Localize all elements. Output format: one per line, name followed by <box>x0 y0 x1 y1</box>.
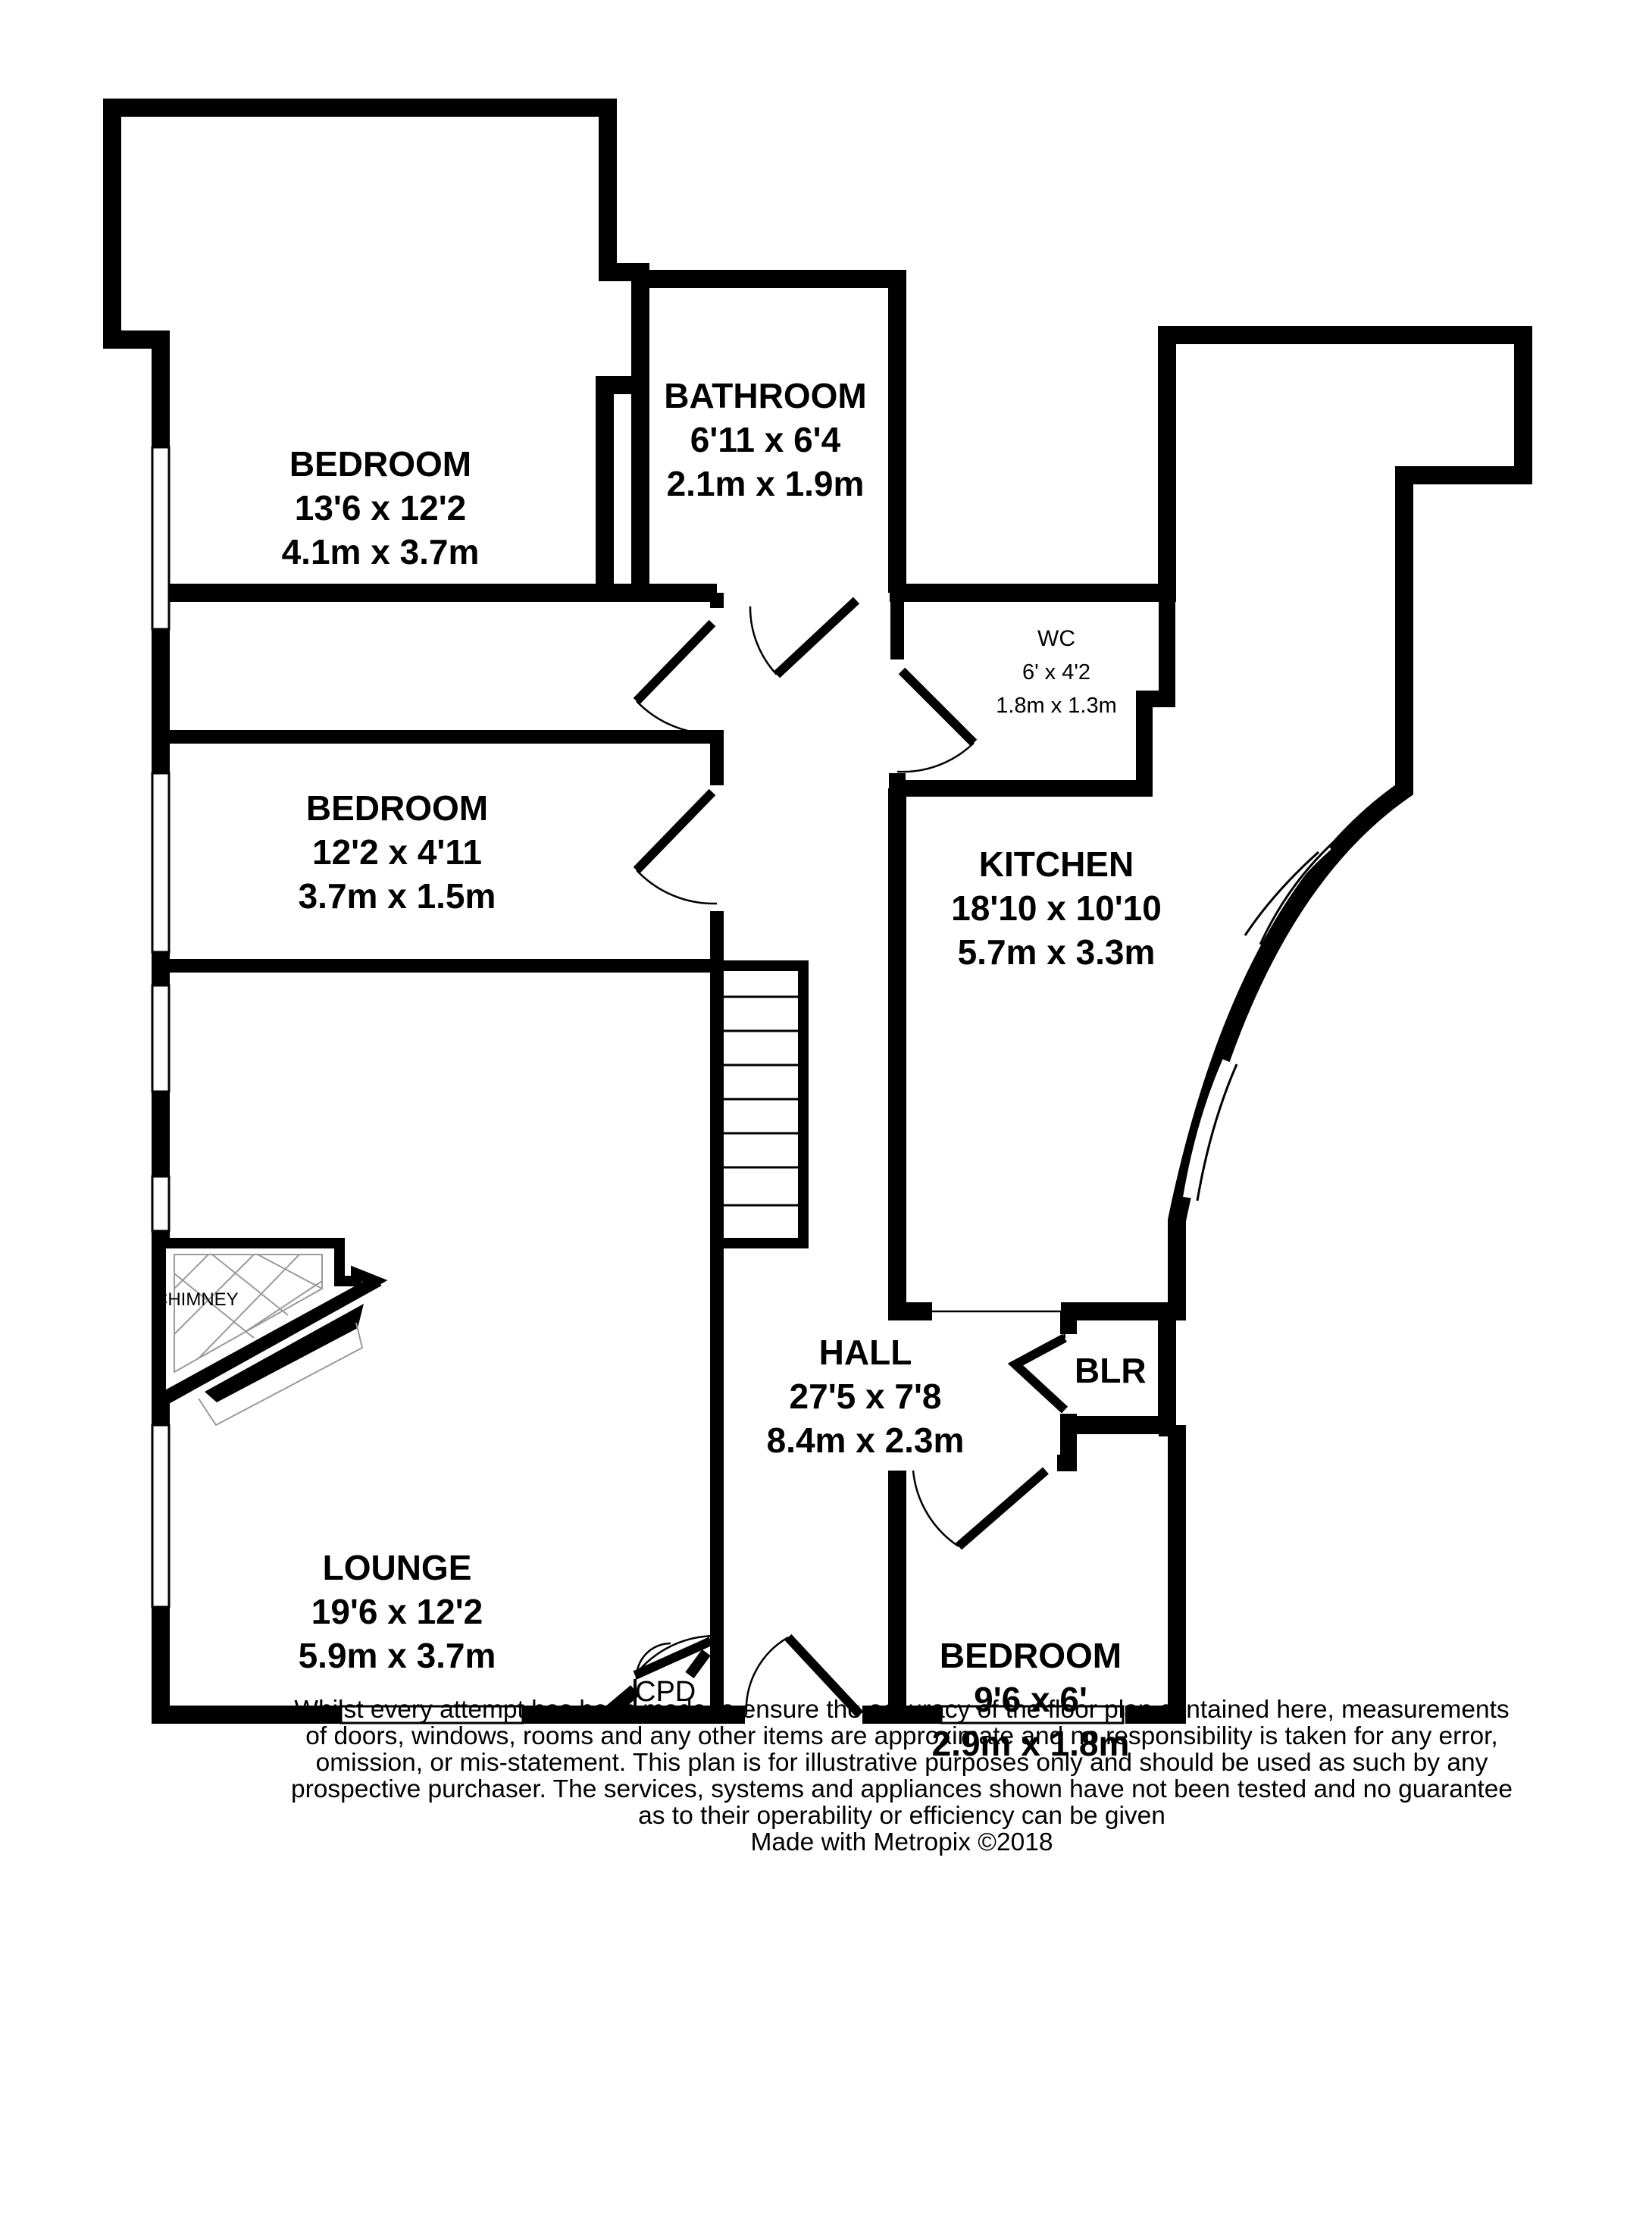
room-name: HALL <box>819 1333 912 1372</box>
door <box>773 597 860 678</box>
room-metric: 1.8m x 1.3m <box>996 694 1117 718</box>
room-name: WC <box>1037 626 1075 651</box>
door <box>956 1467 1049 1550</box>
wall-lounge-entry <box>602 1636 724 1720</box>
door <box>633 788 716 874</box>
room-bedroom3: BEDROOM 9'6 x 6' 2.9m x 1.8m <box>932 1636 1130 1763</box>
doors <box>633 597 1068 1718</box>
room-metric: 5.9m x 3.7m <box>299 1636 496 1675</box>
disclaimer-line: Whilst every attempt has been made to en… <box>294 1696 1510 1724</box>
door <box>1007 1333 1068 1414</box>
room-imperial: 13'6 x 12'2 <box>295 488 467 528</box>
door <box>896 742 975 773</box>
wall-bathroom <box>596 270 906 602</box>
window <box>1183 1059 1233 1199</box>
window <box>151 1424 171 1609</box>
windows <box>151 446 1338 1724</box>
room-metric: 3.7m x 1.5m <box>299 876 496 916</box>
room-name: KITCHEN <box>979 844 1134 884</box>
room-name: BEDROOM <box>940 1636 1122 1675</box>
room-metric: 2.9m x 1.8m <box>932 1724 1130 1763</box>
room-imperial: 6' x 4'2 <box>1022 660 1090 684</box>
window <box>1247 841 1331 943</box>
window <box>1244 838 1338 945</box>
door <box>633 619 716 705</box>
room-name: BEDROOM <box>289 444 471 484</box>
room-bathroom: BATHROOM 6'11 x 6'4 2.1m x 1.9m <box>664 376 866 503</box>
cupboard-label: CPD <box>635 1676 696 1708</box>
wall-kitchen <box>890 326 1532 1320</box>
door <box>898 667 978 747</box>
disclaimer-line: of doors, windows, rooms and any other i… <box>305 1722 1498 1750</box>
wall-boiler <box>1057 1311 1175 1471</box>
room-imperial: 27'5 x 7'8 <box>790 1377 942 1416</box>
disclaimer-line: omission, or mis-statement. This plan is… <box>315 1749 1488 1777</box>
room-name: BEDROOM <box>306 788 488 828</box>
room-bedroom2: BEDROOM 12'2 x 4'11 3.7m x 1.5m <box>299 788 496 916</box>
door <box>635 1642 671 1680</box>
door <box>634 1634 718 1676</box>
room-imperial: 9'6 x 6' <box>974 1680 1087 1719</box>
wall-left-exterior <box>152 593 897 1724</box>
door <box>633 1637 713 1680</box>
chimney <box>155 1238 388 1427</box>
disclaimer-line: as to their operability or efficiency ca… <box>638 1802 1165 1830</box>
room-imperial: 19'6 x 12'2 <box>311 1592 483 1631</box>
wall-hall-right <box>710 593 904 659</box>
room-lounge: LOUNGE 19'6 x 12'2 5.9m x 3.7m <box>299 1548 496 1675</box>
room-name: BATHROOM <box>664 376 866 415</box>
door <box>749 606 778 675</box>
door <box>745 1636 789 1715</box>
boiler-label: BLR <box>1075 1351 1147 1390</box>
window <box>339 1705 524 1724</box>
disclaimer: Whilst every attempt has been made to en… <box>205 1696 1599 1856</box>
room-metric: 2.1m x 1.9m <box>667 464 865 503</box>
disclaimer-line: prospective purchaser. The services, sys… <box>290 1775 1513 1803</box>
room-imperial: 18'10 x 10'10 <box>951 888 1162 928</box>
window <box>151 446 171 631</box>
room-bedroom1: BEDROOM 13'6 x 12'2 4.1m x 3.7m <box>282 444 480 572</box>
chimney-label: CHIMNEY <box>155 1289 239 1310</box>
window <box>151 984 171 1093</box>
room-metric: 5.7m x 3.3m <box>958 932 1156 972</box>
wall-wc <box>889 593 1175 797</box>
room-name: LOUNGE <box>323 1548 472 1587</box>
door <box>784 1634 864 1718</box>
stairs <box>717 960 809 1248</box>
window <box>151 1175 171 1233</box>
room-hall: HALL 27'5 x 7'8 8.4m x 2.3m <box>767 1333 965 1460</box>
room-kitchen: KITCHEN 18'10 x 10'10 5.7m x 3.3m <box>951 844 1162 972</box>
credit: Made with Metropix ©2018 <box>750 1828 1053 1856</box>
room-imperial: 12'2 x 4'11 <box>312 832 482 872</box>
room-wc: WC 6' x 4'2 1.8m x 1.3m <box>996 626 1117 718</box>
door <box>1059 1322 1066 1339</box>
window <box>940 1705 1125 1724</box>
door <box>912 1470 959 1548</box>
door <box>685 1649 711 1679</box>
window <box>151 772 171 954</box>
door <box>636 869 718 905</box>
wall-kitchen-inner <box>888 788 1176 1715</box>
door <box>636 700 718 735</box>
room-metric: 8.4m x 2.3m <box>767 1421 965 1460</box>
room-metric: 4.1m x 3.7m <box>282 532 480 572</box>
window <box>1178 1057 1238 1201</box>
room-imperial: 6'11 x 6'4 <box>690 420 841 459</box>
